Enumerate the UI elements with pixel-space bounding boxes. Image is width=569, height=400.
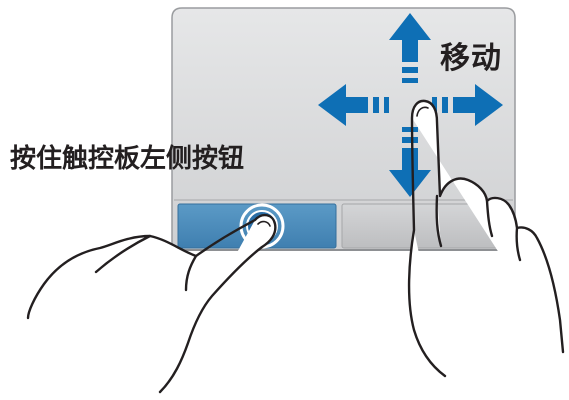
right-hand-pointing-icon	[407, 99, 565, 378]
arrow-left-icon	[318, 84, 368, 126]
left-hand-outline	[26, 213, 277, 394]
arrow-up-icon	[389, 13, 431, 62]
four-way-arrow-icon	[318, 13, 503, 197]
right-hand-fingertip-nail	[416, 106, 429, 117]
left-hand-fingertip-nail	[257, 220, 271, 227]
left-hand-pointing-icon	[26, 213, 277, 394]
arrow-right-icon	[453, 84, 503, 126]
touchpad	[171, 7, 516, 251]
arrow-down-icon	[389, 148, 431, 197]
move-label: 移动	[440, 41, 502, 76]
right-hand-outline	[407, 99, 565, 378]
press-left-button-label: 按住触控板左侧按钮	[10, 144, 245, 174]
